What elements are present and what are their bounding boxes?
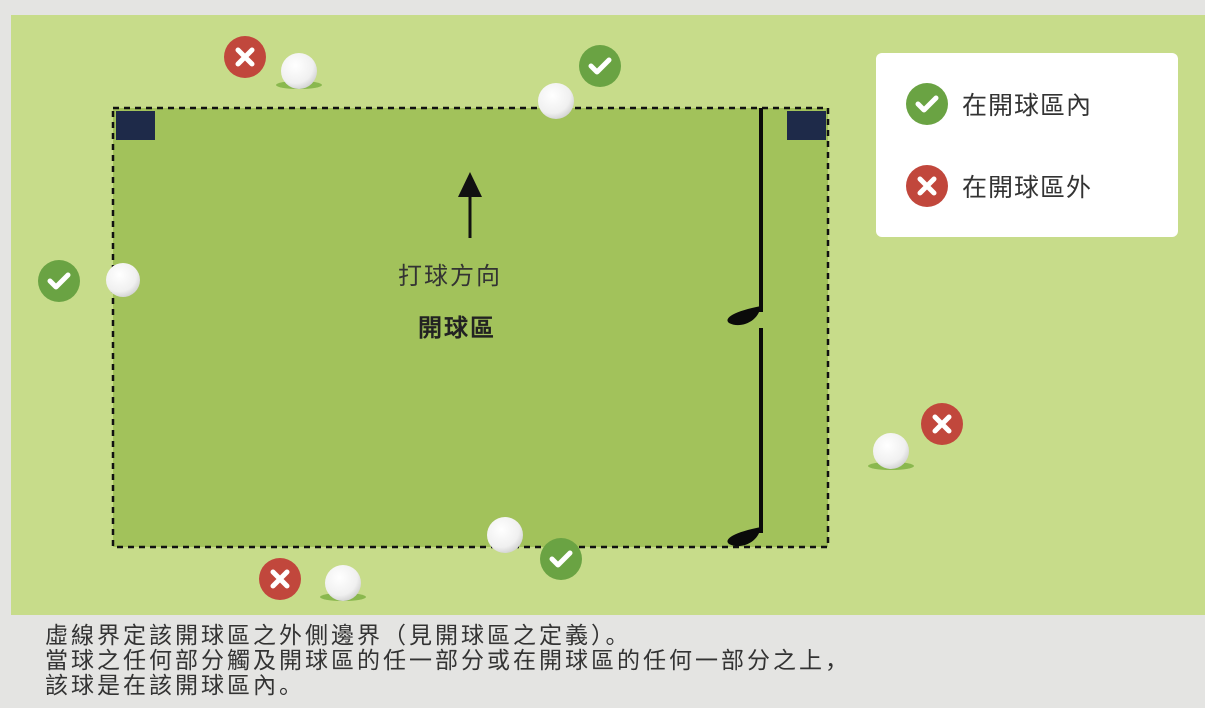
arrow-up-icon — [458, 172, 482, 238]
x-icon — [906, 165, 948, 207]
golf-ball-icon — [106, 263, 140, 297]
legend-label-in: 在開球區內 — [962, 91, 1093, 120]
legend-item-out: 在開球區外 — [904, 163, 1092, 209]
golf-ball-icon — [538, 83, 574, 119]
legend-label-out: 在開球區外 — [962, 173, 1093, 202]
caption-line: 虛線界定該開球區之外側邊界（見開球區之定義）。 — [45, 623, 632, 649]
golf-ball-icon — [320, 565, 366, 601]
legend: 在開球區內 在開球區外 — [876, 53, 1178, 237]
direction-label: 打球方向 — [398, 262, 502, 290]
check-icon — [540, 538, 582, 580]
x-icon — [224, 36, 266, 78]
x-icon — [259, 558, 301, 600]
check-icon — [906, 83, 948, 125]
golf-ball-icon — [868, 433, 914, 470]
caption-line: 該球是在該開球區內。 — [45, 673, 305, 699]
golf-ball-icon — [276, 53, 322, 89]
x-icon — [921, 403, 963, 445]
check-icon — [579, 45, 621, 87]
golf-club-icon — [727, 108, 763, 326]
check-icon — [38, 260, 80, 302]
tee-marker-right — [787, 111, 826, 140]
teeing-area-boundary — [111, 106, 830, 549]
caption-line: 當球之任何部分觸及開球區的任一部分或在開球區的任何一部分之上， — [45, 648, 851, 674]
legend-item-in: 在開球區內 — [904, 81, 1092, 127]
tee-marker-left — [116, 111, 155, 140]
golf-ball-icon — [487, 517, 523, 553]
golf-club-icon — [727, 328, 763, 547]
caption: 虛線界定該開球區之外側邊界（見開球區之定義）。 當球之任何部分觸及開球區的任一部… — [45, 624, 851, 699]
teeing-area-label: 開球區 — [418, 314, 496, 342]
